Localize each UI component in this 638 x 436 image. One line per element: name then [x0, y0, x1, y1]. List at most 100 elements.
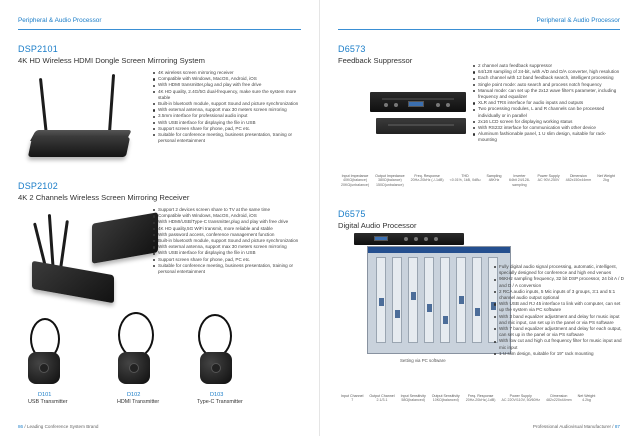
dsp2101-feature-list: 4K wireless screen mirroring receiver Co…: [153, 70, 303, 144]
transmitter-puck: [200, 352, 232, 384]
product-code-dsp2102: DSP2102: [18, 181, 58, 191]
footer-label: / Leading Conference System Brand: [24, 424, 99, 429]
feature-item: Each channel with 12 band feedback searc…: [473, 75, 623, 81]
fader-strip: [392, 257, 402, 343]
spec-header: Input Impedance: [341, 174, 369, 178]
feature-item: 4K wireless screen mirroring receiver: [153, 70, 303, 76]
page-number: 87: [614, 424, 620, 429]
spec-value: 482x220x44mm: [546, 398, 572, 403]
feature-item: Support 2 devices screen share to TV at …: [153, 207, 303, 213]
fader-strip: [376, 257, 386, 343]
spec-value: 380Ω(balance) 150Ω(unbalance): [376, 178, 404, 187]
feature-item: With USB and RJ 45 interface to link wit…: [494, 301, 624, 313]
fader: [411, 292, 416, 300]
product-code-d6573: D6573: [338, 44, 366, 54]
knob: [394, 103, 398, 107]
spec-value: 40KΩ(balance) 20KΩ(unbalance): [341, 178, 370, 187]
feature-item: Support screen share for phone, pad, PC …: [153, 126, 303, 132]
feature-item: Two processing modules, L and R channels…: [473, 106, 623, 118]
rack-unit-front: [370, 92, 466, 112]
spec-header: Power Supply: [537, 174, 560, 178]
page-header: Peripheral & Audio Processor: [536, 17, 620, 24]
transmitter-puck: [28, 352, 60, 384]
spec-value: AC 220V/110V, 50/60Hz: [501, 398, 541, 403]
product-title-dsp2101: 4K HD Wireless HDMI Dongle Screen Mirror…: [18, 56, 205, 65]
spec-value: 4.2kg: [582, 398, 591, 403]
fader: [491, 302, 496, 310]
product-code-dsp2101: DSP2101: [18, 44, 58, 54]
right-page: Peripheral & Audio Processor D6573 Feedb…: [319, 0, 638, 436]
spec-header: Dimension: [569, 174, 587, 178]
antenna-left: [38, 78, 49, 136]
knob: [434, 237, 438, 241]
spec-value: 2kg: [603, 178, 609, 183]
product-title-d6575: Digital Audio Processor: [338, 221, 417, 230]
pc-software-screenshot: [367, 246, 511, 354]
knob: [384, 103, 388, 107]
knob: [436, 103, 440, 107]
header-divider: [18, 29, 301, 30]
fader-strip: [424, 257, 434, 343]
d6575-device-image: [354, 233, 464, 245]
spec-header: Input Sensitivity: [400, 394, 426, 398]
fader: [379, 298, 384, 306]
spec-header: Output Channel: [369, 394, 395, 398]
fader-strip: [408, 257, 418, 343]
feature-item: 96KHz sampling frequency, 32 bit DSP pro…: [494, 276, 624, 288]
page-header: Peripheral & Audio Processor: [18, 17, 102, 24]
feature-item: With HDMI/USB/Type-C transmitter,plug an…: [153, 219, 303, 225]
spec-value: 48KHz: [488, 178, 500, 183]
spec-header: Input Channel: [341, 394, 364, 398]
spec-header: Dimension: [550, 394, 568, 398]
feature-item: Suitable for conference meeting, busines…: [153, 132, 303, 144]
feature-item: Compatible with Windows, MacOS, Android,…: [153, 213, 303, 219]
fader: [443, 316, 448, 324]
product-code-d6575: D6575: [338, 209, 366, 219]
fader-strip: [440, 257, 450, 343]
fader: [459, 296, 464, 304]
panel-row: [388, 124, 454, 126]
feature-item: With USB interface for displaying the fi…: [153, 250, 303, 256]
feature-item: Aluminum fashionable panel, 1 U slim des…: [473, 131, 623, 143]
spec-header: Sampling: [486, 174, 502, 178]
fader: [475, 308, 480, 316]
fader-strip: [472, 257, 482, 343]
receiver-top-view: [92, 212, 158, 264]
spec-header: Output Impedance: [375, 174, 405, 178]
knob: [404, 237, 408, 241]
feature-item: Compatible with Windows, MacOS, Android,…: [153, 76, 303, 82]
feature-item: 4K HD quality, 2.4G/5G dual-frequency, m…: [153, 89, 303, 101]
feature-item: With RS232 interface for communication w…: [473, 125, 623, 131]
feature-item: With HDMI transmitter,plug and play with…: [153, 82, 303, 88]
feature-item: Built-in bluetooth module, support Sound…: [153, 101, 303, 107]
header-divider: [338, 29, 620, 30]
knob: [414, 237, 418, 241]
fader: [395, 310, 400, 318]
spec-value: 64bit 24/128-sampling: [508, 178, 530, 187]
feature-item: Built-in bluetooth module, support Sound…: [153, 238, 303, 244]
d6575-feature-list: Fully digital audio signal processing, a…: [494, 264, 624, 357]
transmitter-name: USB Transmitter: [28, 399, 68, 405]
feature-item: With USB interface for displaying the fi…: [153, 120, 303, 126]
spec-header: Power Supply: [509, 394, 532, 398]
spec-header: Freq. Response: [467, 394, 494, 398]
receiver-body: [32, 260, 114, 304]
feature-item: Suitable for conference meeting, busines…: [153, 263, 303, 275]
footer-label: Professional Audiovisual Manufacturer /: [532, 424, 614, 429]
feature-item: With low cut and high cut frequency filt…: [494, 338, 624, 350]
page-footer: Professional Audiovisual Manufacturer / …: [533, 424, 620, 429]
transmitter-name: HDMI Transmitter: [117, 399, 160, 405]
button-dot: [39, 363, 49, 373]
feature-item: Single point mode: auto search and proce…: [473, 82, 623, 88]
